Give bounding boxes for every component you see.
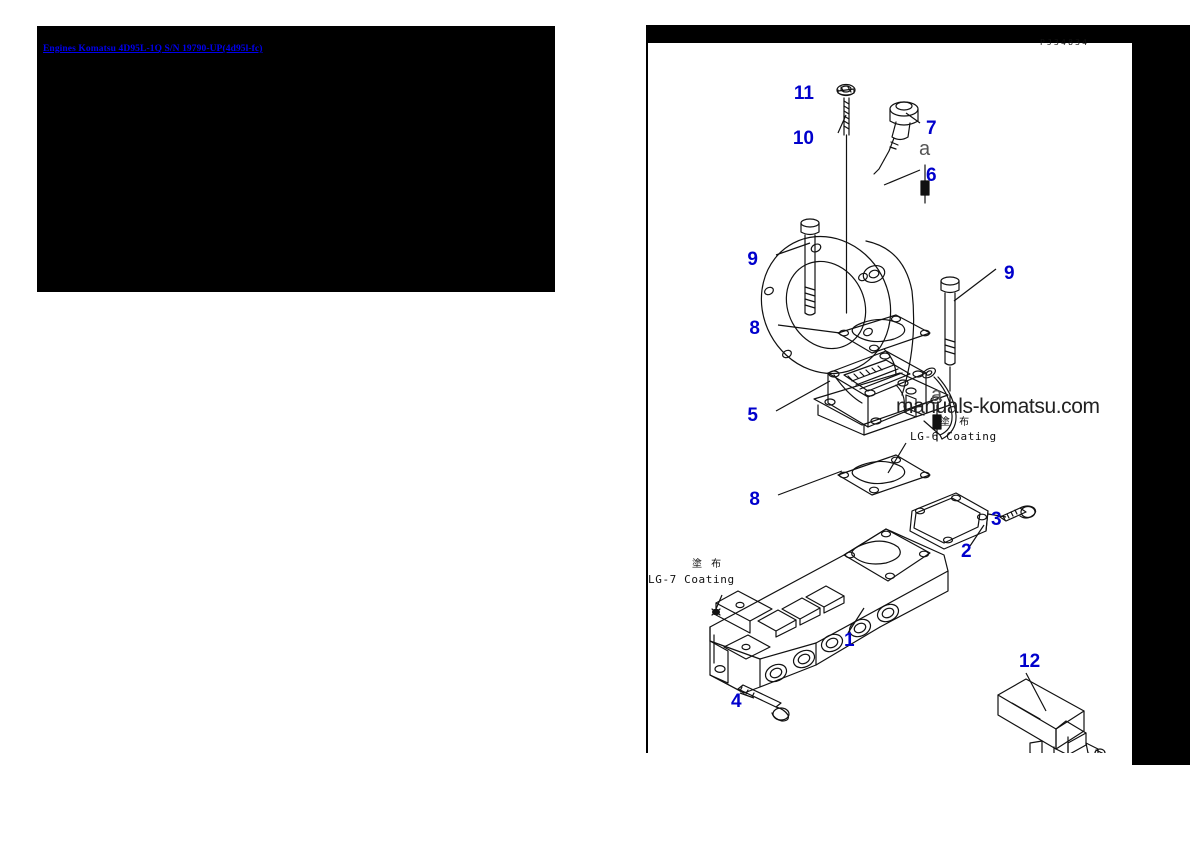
part-7-sensor bbox=[873, 101, 919, 175]
callout-9-left: 9 bbox=[747, 249, 758, 270]
callout-9-right: 9 bbox=[1004, 263, 1015, 284]
part-1-intake-manifold bbox=[709, 528, 949, 694]
part-3-bolt bbox=[999, 505, 1037, 522]
part-11-nut bbox=[836, 83, 856, 97]
reference-label-a-lower: a bbox=[931, 384, 943, 406]
exploded-view-drawing: 11 10 7 6 9 8 9 5 8 3 2 1 4 12 塗 bbox=[648, 43, 1132, 753]
callout-8-upper: 8 bbox=[749, 318, 760, 339]
callout-4: 4 bbox=[731, 691, 742, 712]
part-8-gasket-lower bbox=[837, 454, 931, 496]
callout-1: 1 bbox=[844, 630, 855, 651]
part-8-gasket-upper bbox=[837, 314, 931, 354]
callout-12: 12 bbox=[1019, 651, 1040, 672]
sheet-top-black-band bbox=[646, 25, 1190, 43]
part-5-air-heater bbox=[827, 350, 927, 428]
part-9-bolt-right bbox=[940, 276, 960, 392]
parts-diagram-sheet: PJ34834 bbox=[630, 25, 1190, 765]
callout-2: 2 bbox=[961, 541, 972, 562]
callout-numbers: 11 10 7 6 9 8 9 5 8 3 2 1 4 12 bbox=[731, 83, 1040, 712]
part-4-bolt bbox=[737, 684, 790, 722]
callout-7: 7 bbox=[926, 118, 937, 139]
callout-3: 3 bbox=[991, 509, 1002, 530]
lg6-coating-jp-label: 塗 布 bbox=[940, 415, 972, 428]
reference-label-a-upper: a bbox=[919, 138, 931, 160]
drawing-part-number: PJ34834 bbox=[1040, 38, 1090, 47]
part-2-cover-plate bbox=[909, 492, 989, 550]
document-preview-panel: Engines Komatsu 4D95L-1Q S/N 19790-UP(4d… bbox=[37, 26, 555, 292]
heater-lead-wire bbox=[922, 367, 957, 440]
sheet-right-black-band bbox=[1132, 25, 1190, 765]
part-9-bolt-left bbox=[800, 218, 820, 316]
exploded-view-svg: 11 10 7 6 9 8 9 5 8 3 2 1 4 12 塗 bbox=[648, 83, 1106, 753]
leader-lines bbox=[715, 88, 1047, 712]
callout-11: 11 bbox=[794, 83, 815, 104]
lg7-coating-jp-label: 塗 布 bbox=[692, 557, 724, 570]
reference-marker-a-lower bbox=[932, 404, 942, 442]
coating-annotations: 塗 布 LG-7 Coating 塗 布 LG-6 Coating a a bbox=[648, 138, 997, 586]
sheet-left-border-rule bbox=[646, 43, 648, 753]
lg6-coating-label: LG-6 Coating bbox=[910, 430, 997, 443]
callout-5: 5 bbox=[747, 405, 758, 426]
part-12-heater-relay bbox=[997, 678, 1106, 753]
part-6-intake-elbow bbox=[760, 235, 951, 436]
part-10-stud bbox=[843, 97, 850, 314]
reference-marker-a-upper bbox=[920, 164, 930, 204]
drawing-geometry bbox=[709, 83, 1106, 753]
callout-6: 6 bbox=[926, 165, 937, 186]
callout-8-lower: 8 bbox=[749, 489, 760, 510]
lg7-coating-label: LG-7 Coating bbox=[648, 573, 735, 586]
callout-10: 10 bbox=[793, 128, 814, 149]
document-title-link[interactable]: Engines Komatsu 4D95L-1Q S/N 19790-UP(4d… bbox=[43, 44, 263, 54]
